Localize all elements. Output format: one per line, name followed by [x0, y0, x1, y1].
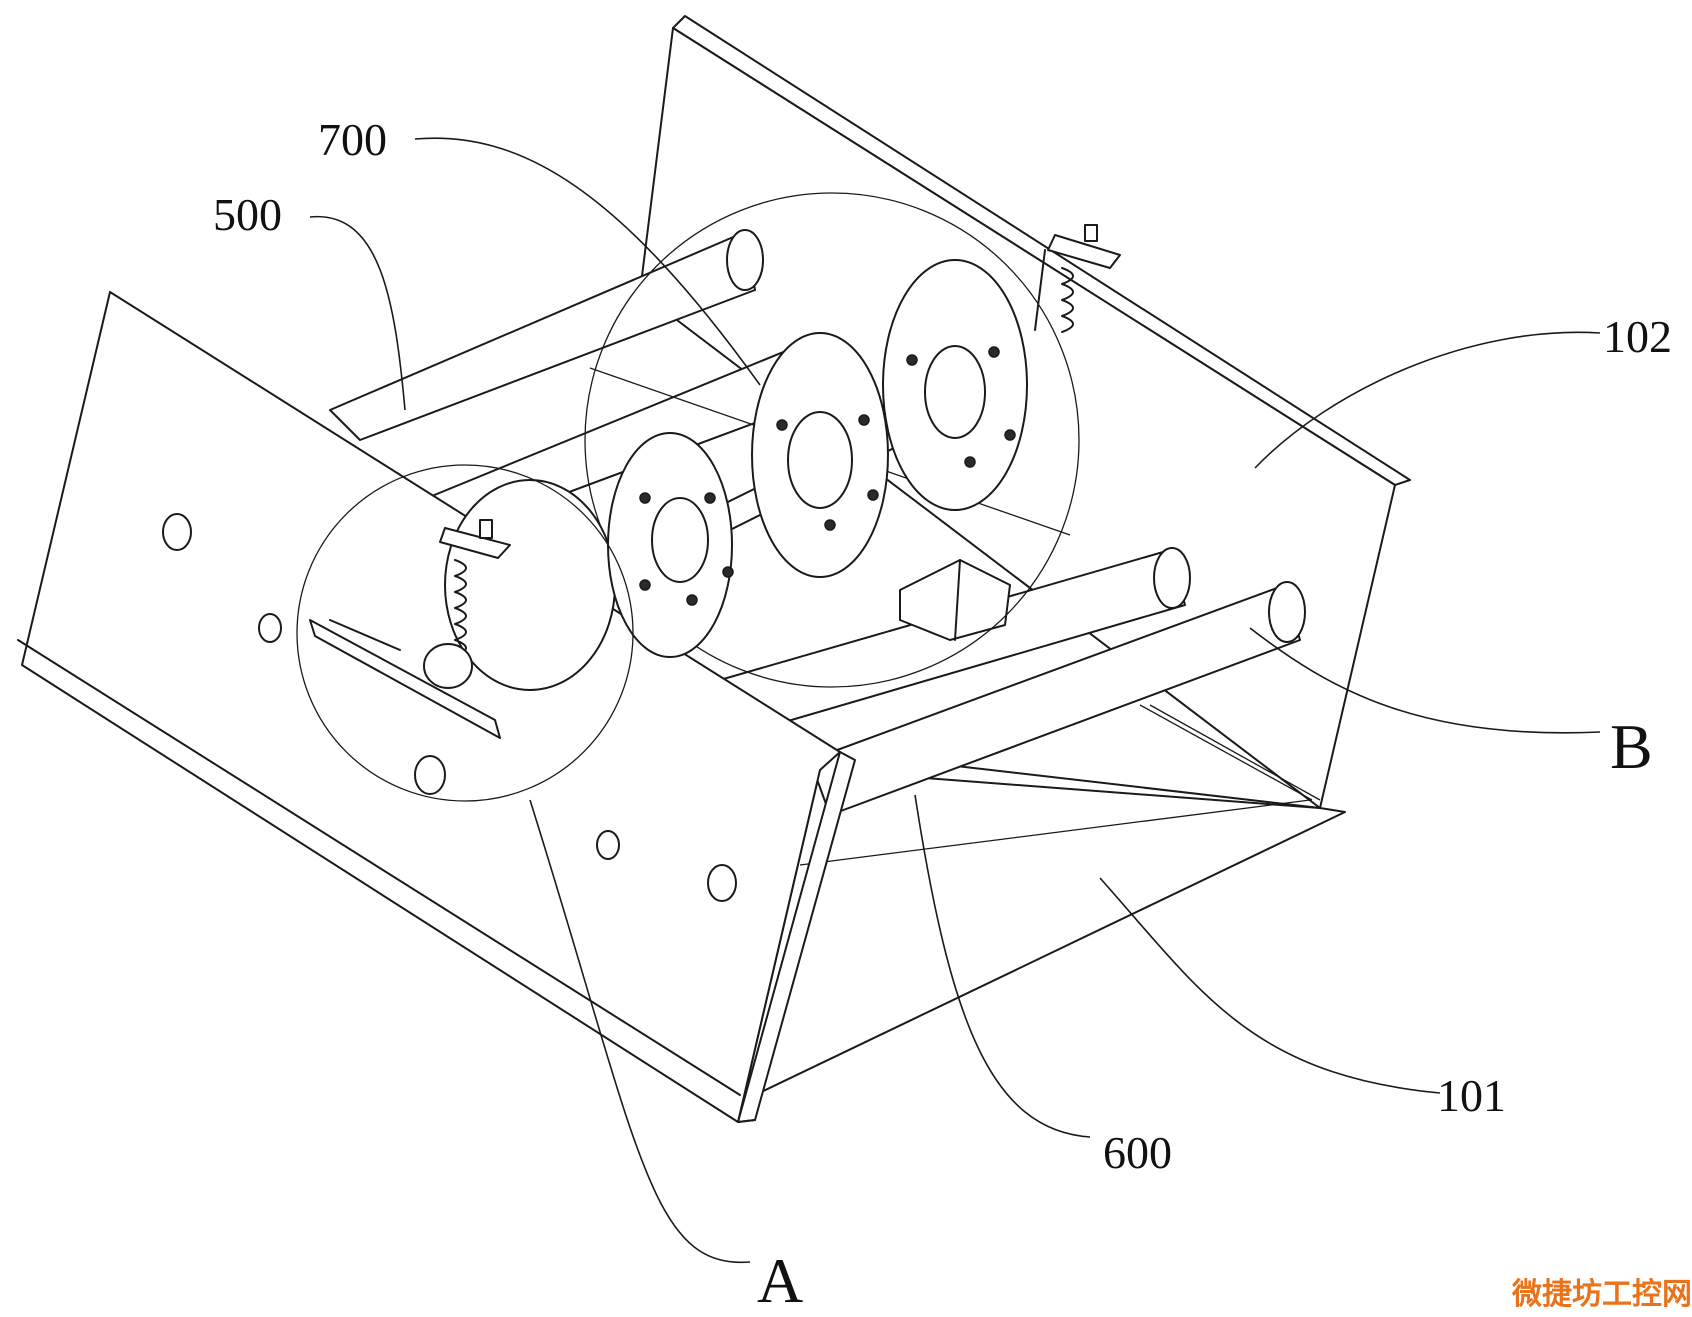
- front-plate: [17, 291, 856, 1123]
- watermark-text: 微捷坊工控网: [1511, 1277, 1692, 1312]
- detail-circle-b: [584, 192, 1080, 688]
- callout-101: 101: [1437, 1070, 1506, 1121]
- callout-102: 102: [1603, 311, 1672, 362]
- callout-500: 500: [213, 189, 282, 240]
- callout-700: 700: [318, 114, 387, 165]
- callout-600: 600: [1103, 1127, 1172, 1178]
- mounting-hole: [707, 864, 737, 902]
- callout-a: A: [757, 1245, 803, 1316]
- roller-600: [809, 581, 1306, 816]
- mounting-hole: [596, 830, 620, 860]
- mounting-hole: [414, 755, 446, 795]
- motor-box: [899, 559, 1011, 641]
- roller-500: [329, 229, 764, 441]
- mounting-hole: [162, 513, 192, 551]
- spring-assembly-a: [309, 519, 511, 739]
- mounting-hole: [258, 613, 282, 643]
- callout-b: B: [1610, 711, 1653, 782]
- cross-member: [1149, 704, 1321, 801]
- detail-circle-a: [296, 464, 634, 802]
- leader-lines: [309, 137, 1601, 1264]
- spring-assembly-back: [1034, 224, 1121, 333]
